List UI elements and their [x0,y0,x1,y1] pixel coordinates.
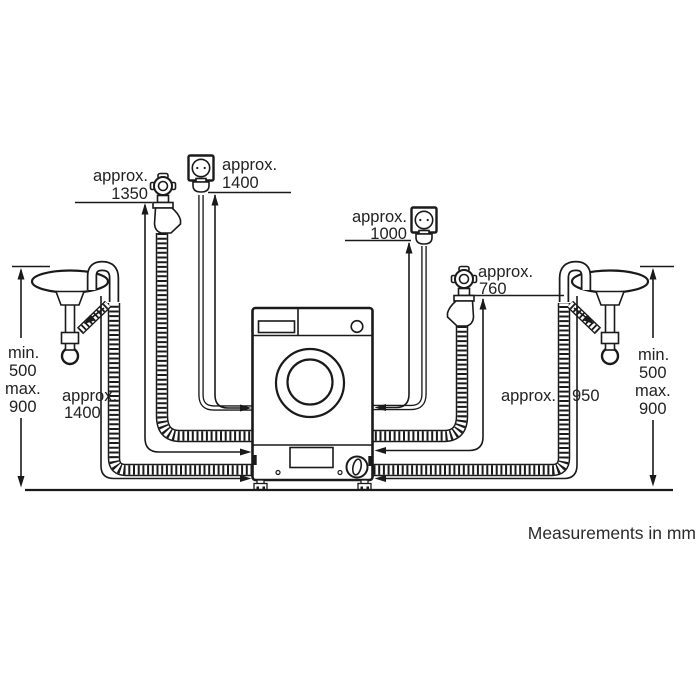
screw-left [275,469,281,476]
dim-right-drain [374,296,578,482]
label-left-sink-height: min. 500 max. 900 [5,344,41,416]
plug-body [415,233,433,245]
washing-machine-icon [251,306,374,491]
dim-left-tap [75,201,252,456]
label-right-tap-value: 760 [479,280,507,298]
dim-left-sink-height [12,265,50,488]
right-min-label: min. [638,346,669,364]
left-tap-icon [149,172,182,234]
program-knob [350,319,364,334]
measurements-note: Measurements in mm [528,523,696,543]
screw-right [337,469,343,476]
label-left-drain-prefix: approx. [62,387,117,405]
label-left-tap: approx. 1350 [93,167,148,203]
door-inner [286,358,334,406]
label-right-tap-prefix: approx. [478,263,533,281]
left-max-label: max. [5,380,41,398]
left-basin-outlet [54,290,86,306]
label-right-drain-value: 950 [572,387,600,405]
label-left-outlet-prefix: approx. [222,156,277,174]
right-max-value: 900 [639,400,667,418]
right-min-value: 500 [639,364,667,382]
right-pipe-coupling [600,331,620,345]
label-left-drain-value: 1400 [64,404,101,422]
label-left-tap-prefix: approx. [93,167,148,185]
drain-pump-slot [351,458,363,476]
label-left-outlet: approx. 1400 [222,156,277,192]
label-right-tap: approx. 760 [478,263,533,298]
right-basin-outlet [594,290,626,306]
right-connection-mark [368,456,372,466]
left-min-label: min. [8,344,39,362]
dim-right-tap [374,294,564,454]
drain-pump-cap [345,455,369,479]
label-right-outlet-prefix: approx. [352,208,407,226]
left-max-value: 900 [9,398,37,416]
left-pipe-coupling [60,331,80,345]
right-tap-icon [446,265,478,327]
plug-body [192,181,210,193]
label-right-outlet-value: 1000 [370,225,407,243]
machine-display [257,320,296,334]
right-max-label: max. [635,382,671,400]
label-right-drain: approx. 950 [501,387,600,405]
left-min-value: 500 [9,362,37,380]
left-outlet-icon [187,154,215,193]
label-right-drain-prefix: approx. [501,387,556,405]
label-left-outlet-value: 1400 [222,174,259,192]
dim-right-sink-height [640,265,674,487]
right-outlet-icon [410,206,438,245]
dim-right-outlet [345,239,413,411]
label-left-drain: approx. 1400 [62,387,117,422]
dim-left-drain [100,296,252,482]
left-connection-mark [253,455,257,465]
dim-left-outlet [208,191,291,412]
label-right-sink-height: min. 500 max. 900 [635,346,671,418]
service-flap [289,446,334,469]
right-hose-arrow [573,307,594,324]
left-hose-arrow [84,307,105,324]
label-left-tap-value: 1350 [111,185,148,203]
label-right-outlet: approx. 1000 [352,208,407,243]
